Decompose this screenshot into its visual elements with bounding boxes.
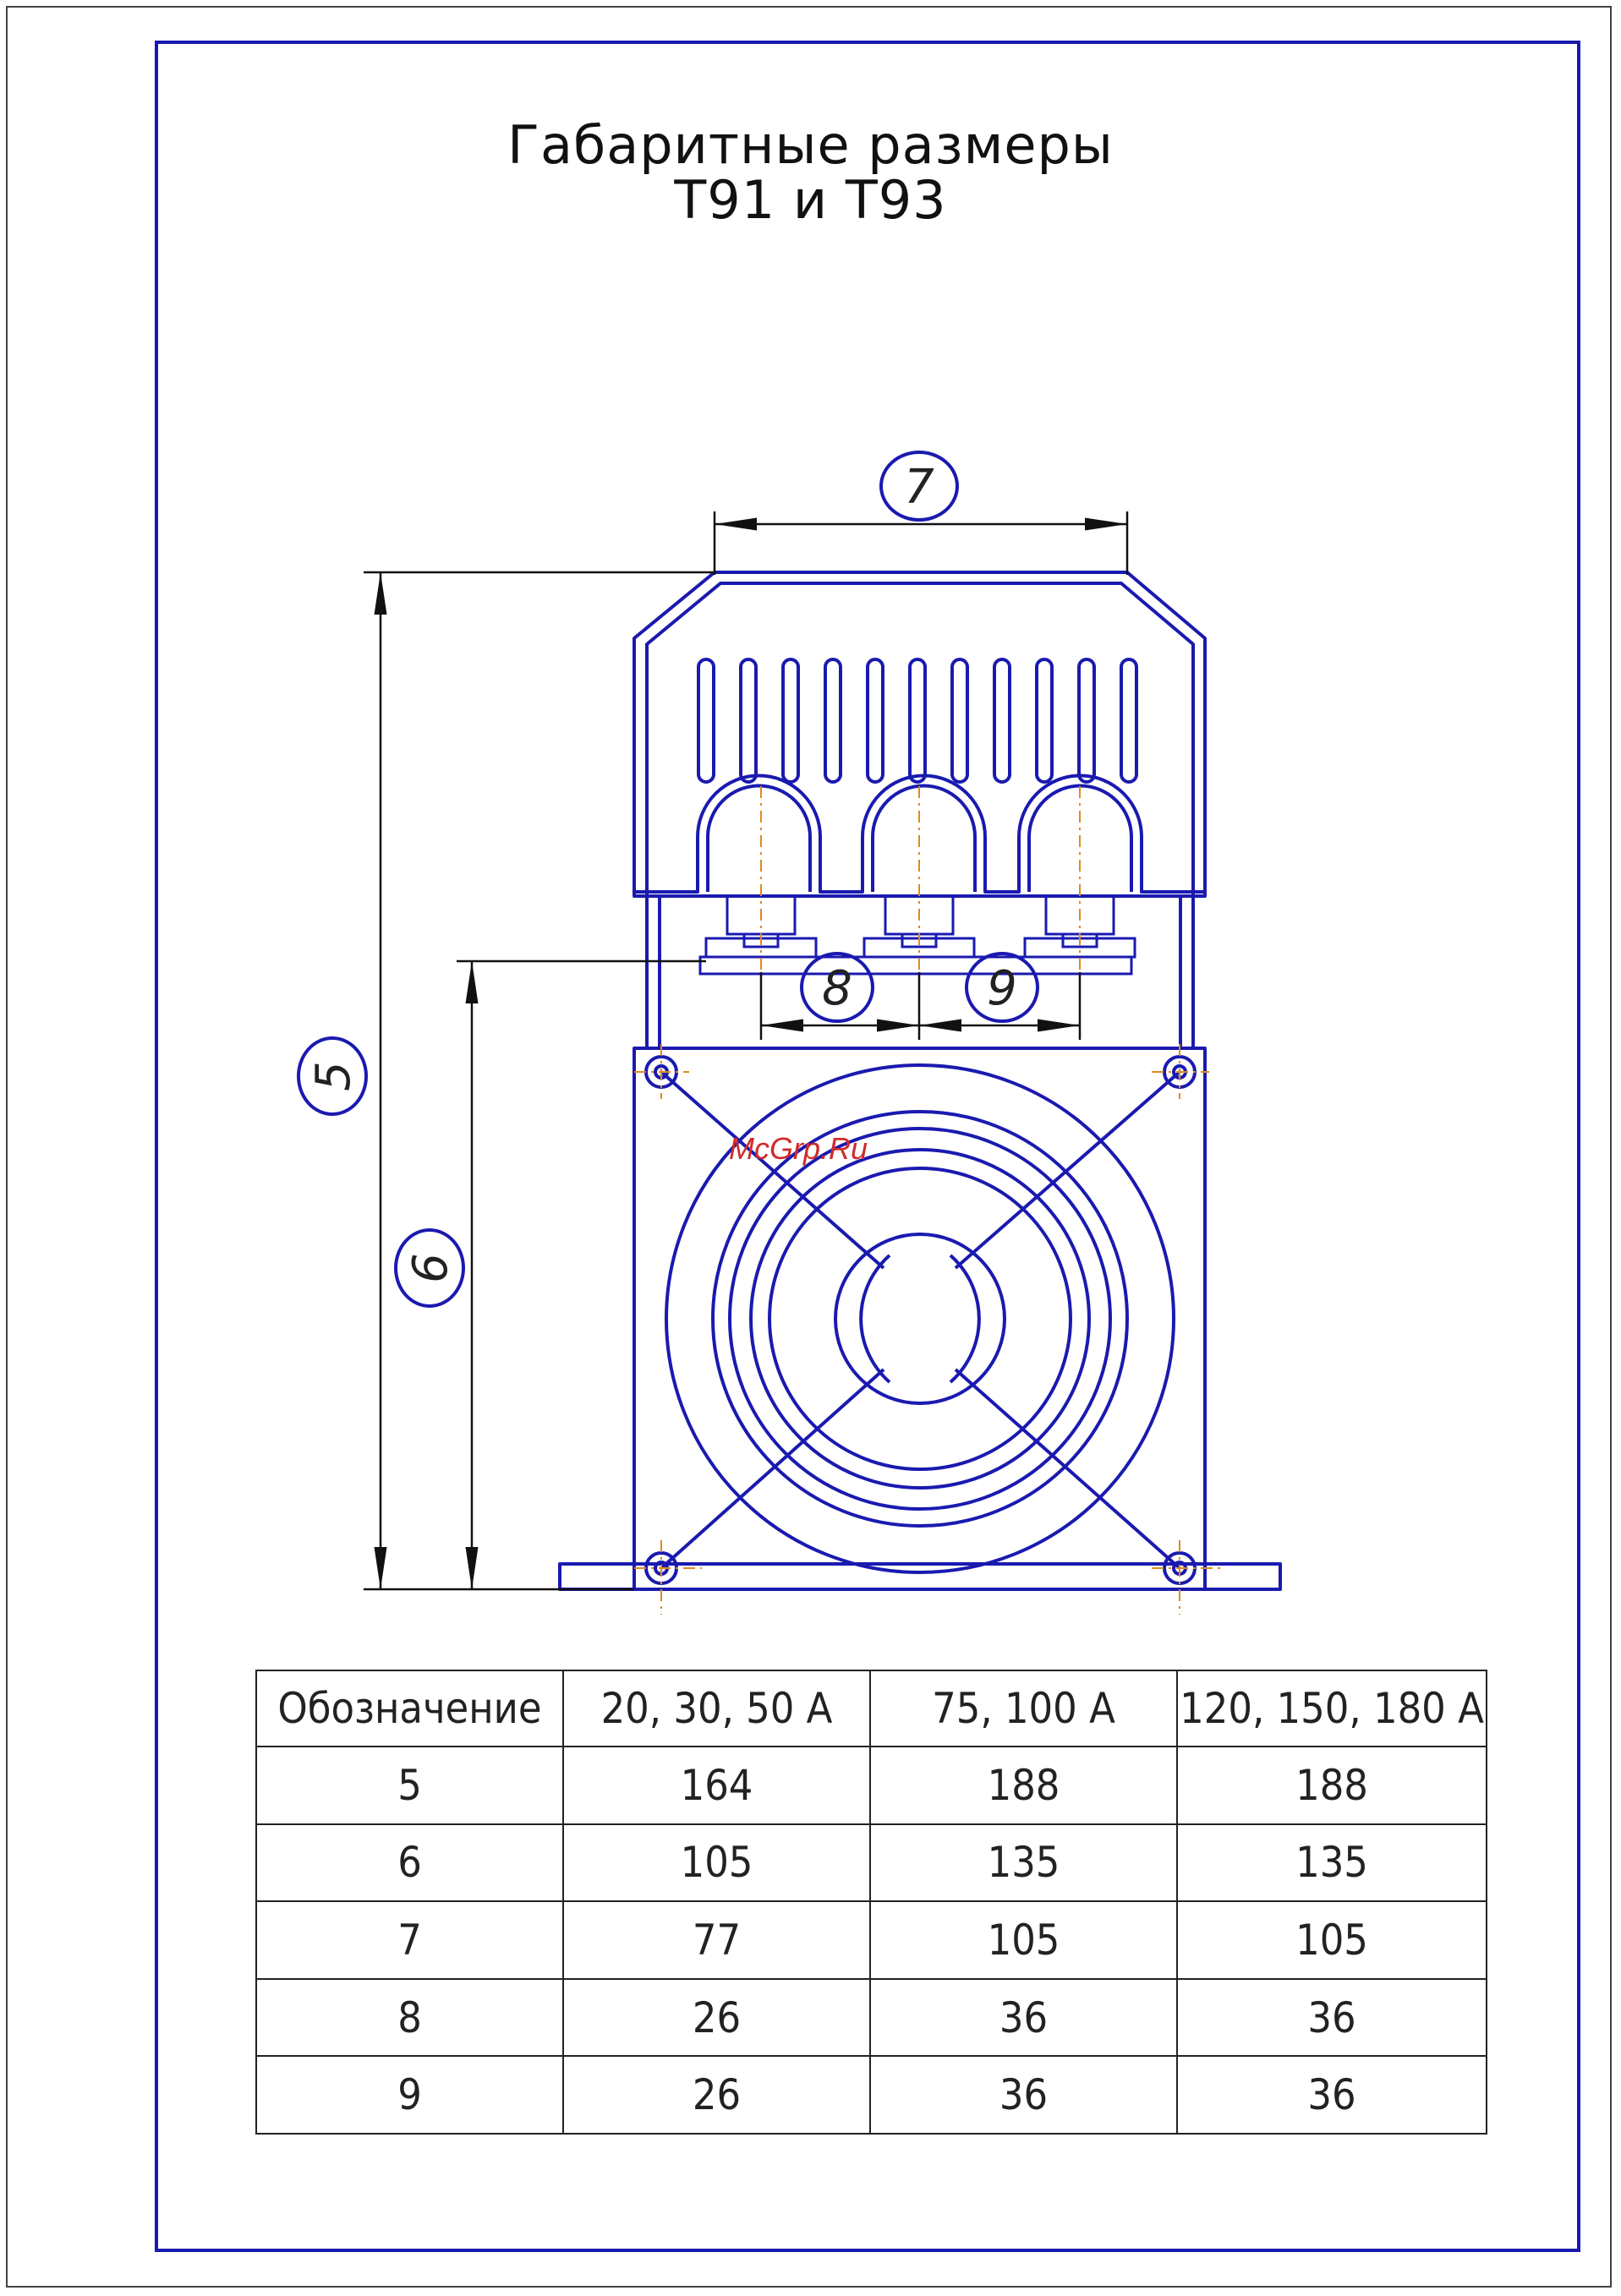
dimensions-table: Обозначение 20, 30, 50 А 75, 100 А 120, … — [255, 1670, 1487, 2135]
table-cell: 26 — [563, 2056, 870, 2134]
table-cell: 36 — [870, 1979, 1177, 2057]
table-cell: 188 — [1177, 1747, 1487, 1824]
table-cell: 77 — [563, 1901, 870, 1979]
callout-6-label: 6 — [403, 1253, 458, 1283]
watermark-text: McGrp.Ru — [729, 1131, 868, 1167]
table-cell: 135 — [1177, 1824, 1487, 1902]
table-header-row: Обозначение 20, 30, 50 А 75, 100 А 120, … — [256, 1670, 1487, 1747]
table-cell: 7 — [256, 1901, 563, 1979]
drawing-title: Габаритные размеры — [0, 114, 1621, 176]
table-row: 9 26 36 36 — [256, 2056, 1487, 2134]
table-row: 6 105 135 135 — [256, 1824, 1487, 1902]
table-cell: 135 — [870, 1824, 1177, 1902]
table-cell: 105 — [870, 1901, 1177, 1979]
header-20-30-50a: 20, 30, 50 А — [563, 1670, 870, 1747]
header-120-150-180a: 120, 150, 180 А — [1177, 1670, 1487, 1747]
table-cell: 164 — [563, 1747, 870, 1824]
table-cell: 36 — [1177, 2056, 1487, 2134]
callout-9-label: 9 — [987, 961, 1017, 1016]
table-cell: 26 — [563, 1979, 870, 2057]
table-row: 8 26 36 36 — [256, 1979, 1487, 2057]
table-cell: 6 — [256, 1824, 563, 1902]
header-75-100a: 75, 100 А — [870, 1670, 1177, 1747]
table-cell: 188 — [870, 1747, 1177, 1824]
callout-7-label: 7 — [904, 460, 934, 515]
table-row: 7 77 105 105 — [256, 1901, 1487, 1979]
center-lines — [634, 786, 1222, 1615]
device-body — [560, 572, 1280, 1589]
table-cell: 105 — [563, 1824, 870, 1902]
callout-8-label: 8 — [822, 961, 852, 1016]
dimension-callouts — [298, 452, 1038, 1306]
table-row: 5 164 188 188 — [256, 1747, 1487, 1824]
vent-slots — [698, 659, 1136, 782]
table-cell: 5 — [256, 1747, 563, 1824]
header-designation: Обозначение — [256, 1670, 563, 1747]
table-cell: 36 — [870, 2056, 1177, 2134]
callout-5-label: 5 — [306, 1061, 361, 1091]
terminal-screws — [700, 896, 1135, 974]
table-cell: 9 — [256, 2056, 563, 2134]
table-cell: 105 — [1177, 1901, 1487, 1979]
table-cell: 8 — [256, 1979, 563, 2057]
drawing-subtitle: Т91 и Т93 — [0, 169, 1621, 231]
table-cell: 36 — [1177, 1979, 1487, 2057]
